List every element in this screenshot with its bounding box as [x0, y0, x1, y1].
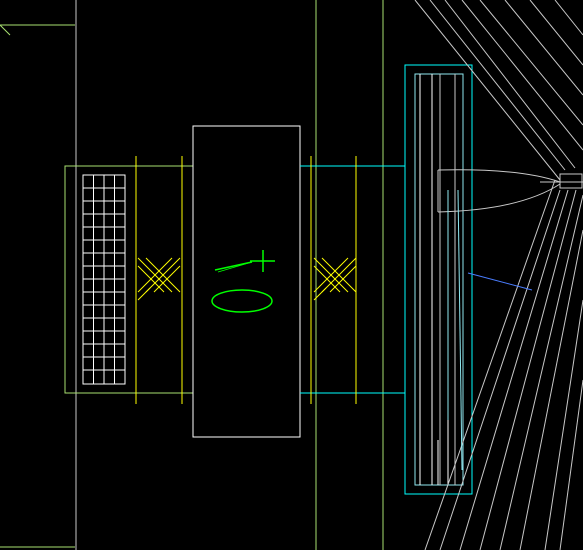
air-handling-unit-box	[192, 125, 301, 438]
air-grille-grid	[82, 174, 126, 385]
wall-detail-lines	[447, 189, 463, 471]
diagonal-roof-lines	[414, 0, 583, 550]
unit-label	[211, 250, 275, 313]
leader-line	[467, 272, 533, 291]
wall-diffuser-housing	[404, 64, 473, 495]
diffuser-curve	[437, 169, 583, 213]
reference-lines	[75, 0, 384, 550]
right-flex-connector	[310, 156, 357, 404]
right-duct-outline	[300, 165, 405, 394]
wall-corner-top-left	[0, 24, 75, 548]
left-flex-connector	[135, 156, 183, 404]
